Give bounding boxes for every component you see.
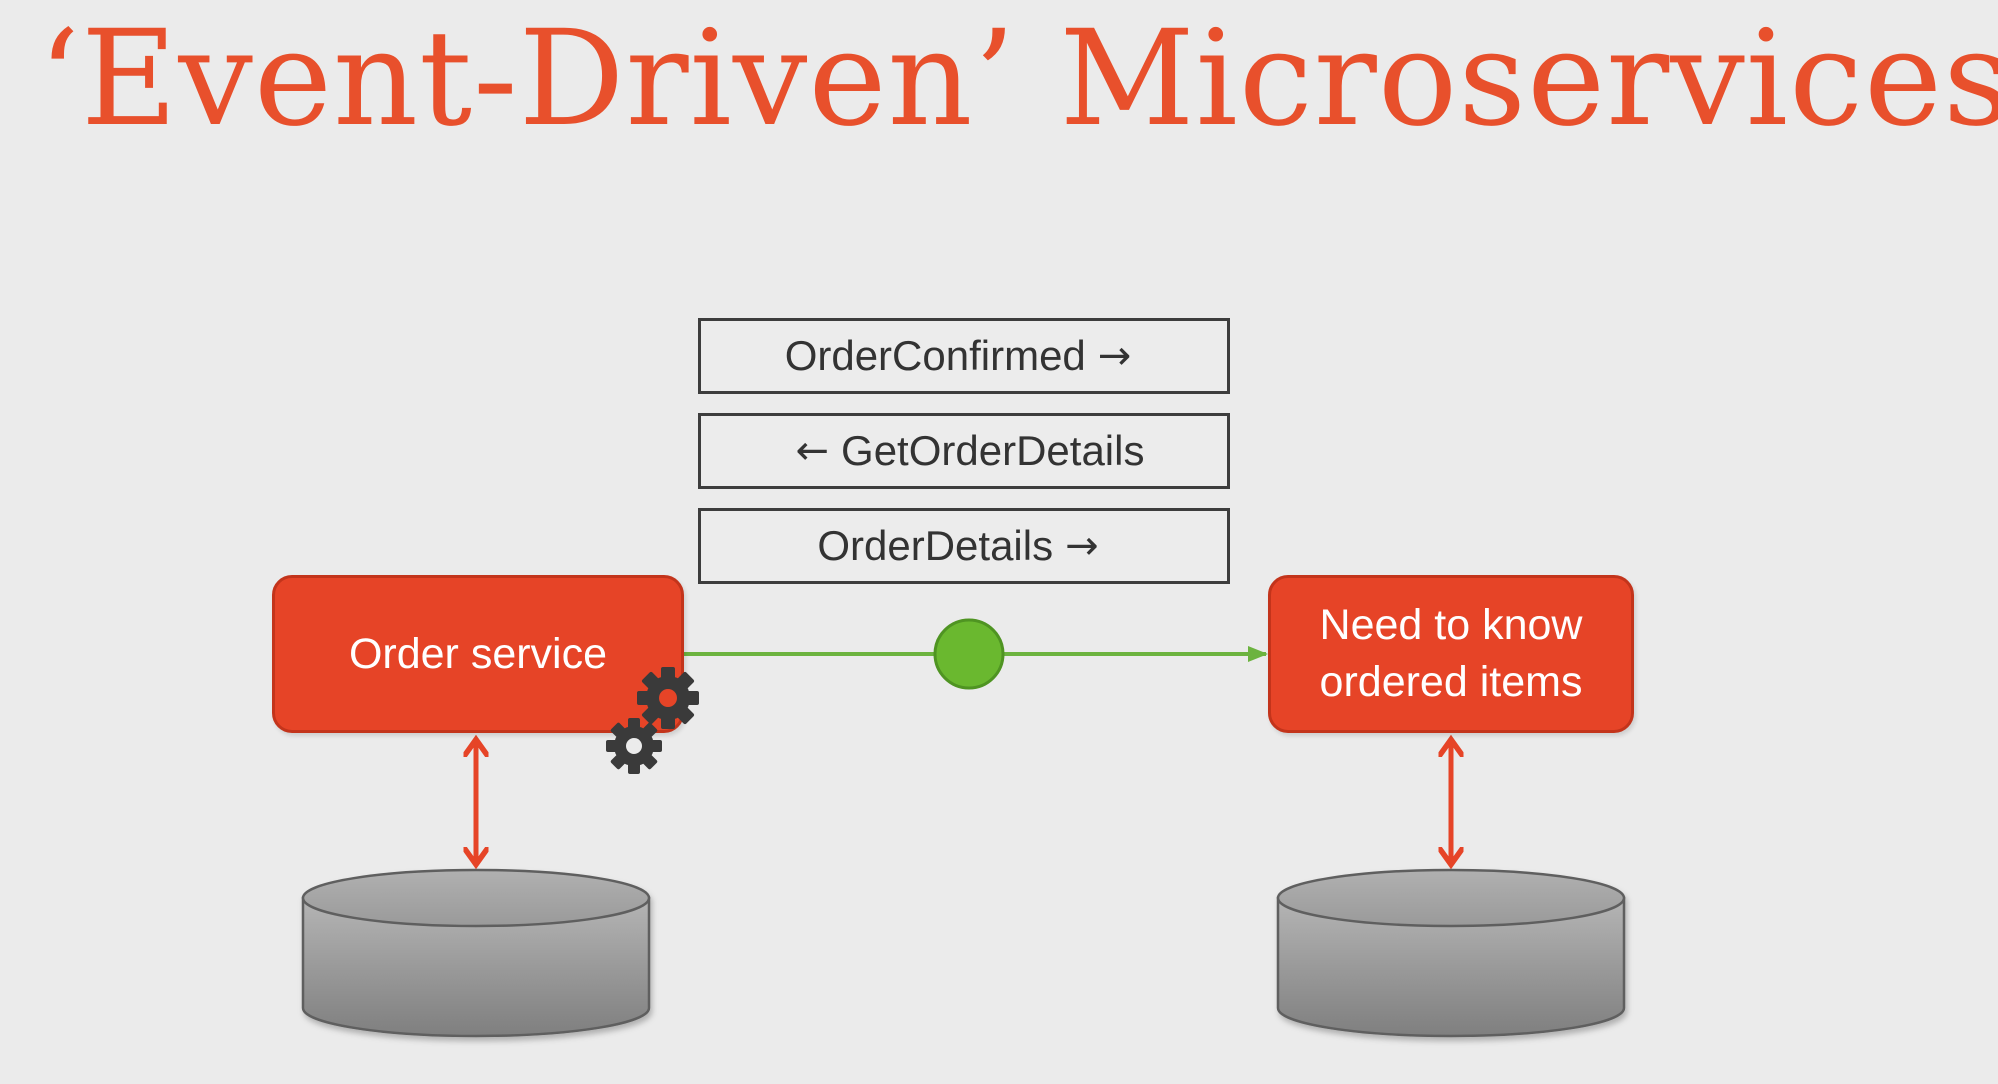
message-order-details: OrderDetails →	[698, 508, 1230, 584]
order-service-box: Order service	[272, 575, 684, 733]
message-get-order-details: ← GetOrderDetails	[698, 413, 1230, 489]
database-icon	[1276, 868, 1626, 1038]
gears-icon	[606, 667, 699, 774]
consumer-service-label-line1: Need to know	[1319, 601, 1583, 650]
consumer-service-label-line2: ordered items	[1319, 658, 1583, 706]
database-icon	[301, 868, 651, 1038]
message-order-confirmed: OrderConfirmed →	[698, 318, 1230, 394]
message-text: OrderConfirmed	[784, 332, 1086, 379]
consumer-service-box: Need to know ordered items	[1268, 575, 1634, 733]
arrow-right-icon: →	[1065, 523, 1099, 569]
arrow-left-icon: ←	[795, 428, 830, 474]
message-text: OrderDetails	[817, 522, 1054, 569]
arrow-right-icon: →	[1097, 333, 1132, 379]
order-service-label: Order service	[348, 629, 608, 678]
slide-title: ‘Event-Driven’ Microservices	[38, 2, 1998, 156]
message-text: GetOrderDetails	[841, 427, 1145, 474]
event-dot-icon	[933, 618, 1005, 690]
